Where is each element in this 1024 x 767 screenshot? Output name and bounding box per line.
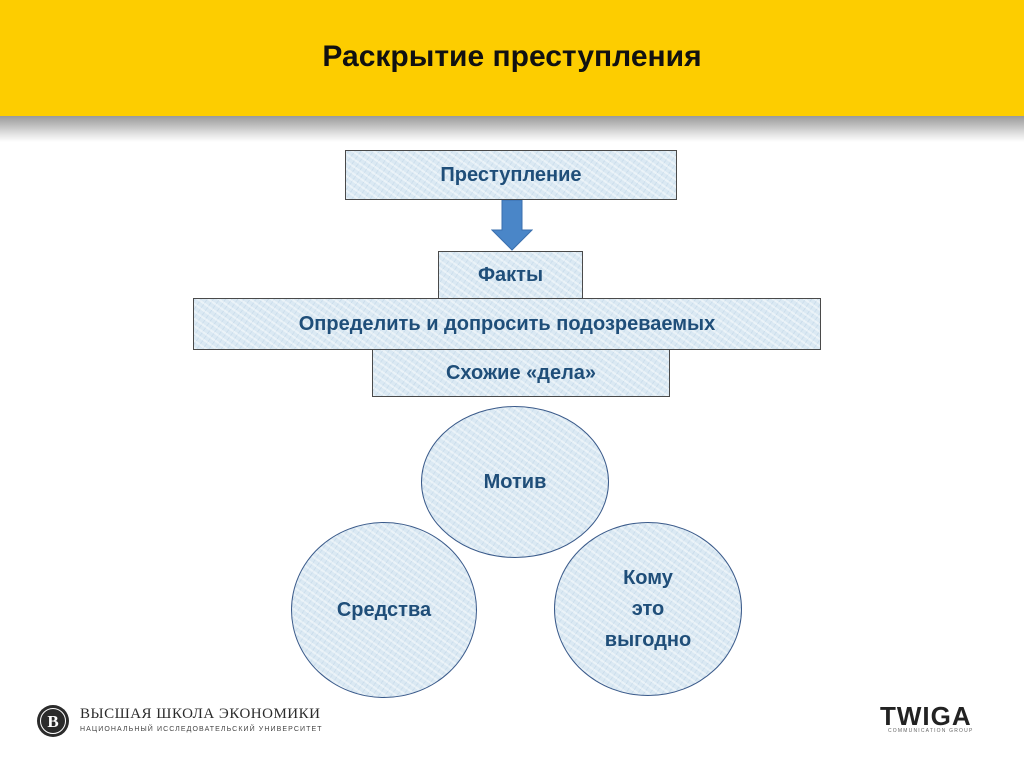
hse-subtitle: НАЦИОНАЛЬНЫЙ ИССЛЕДОВАТЕЛЬСКИЙ УНИВЕРСИТ… (80, 726, 323, 733)
interrogate-suspects-box: Определить и допросить подозреваемых (193, 298, 821, 350)
hse-name: ВЫСШАЯ ШКОЛА ЭКОНОМИКИ (80, 706, 321, 722)
means-label: Средства (336, 598, 432, 621)
slide-title: Раскрытие преступления (322, 40, 702, 73)
header-bar: Раскрытие преступления (0, 0, 1024, 116)
twiga-logo: TWIGA (880, 701, 972, 731)
header-shadow (0, 116, 1024, 142)
who-benefits-line-1: Кому (623, 566, 673, 589)
motive-circle: Мотив (421, 406, 609, 558)
twiga-subtitle: COMMUNICATION GROUP (888, 728, 974, 734)
hse-logo-icon: В (37, 705, 69, 737)
who-benefits-line-2: это (631, 597, 665, 620)
who-benefits-circle: Кому это выгодно (554, 522, 742, 696)
means-circle: Средства (291, 522, 477, 698)
motive-label: Мотив (483, 470, 547, 493)
who-benefits-line-3: выгодно (604, 628, 692, 651)
facts-box: Факты (438, 251, 583, 299)
down-arrow-icon (491, 200, 533, 251)
hse-logo-letter: В (47, 712, 58, 731)
similar-cases-box: Схожие «дела» (372, 349, 670, 397)
crime-box: Преступление (345, 150, 677, 200)
